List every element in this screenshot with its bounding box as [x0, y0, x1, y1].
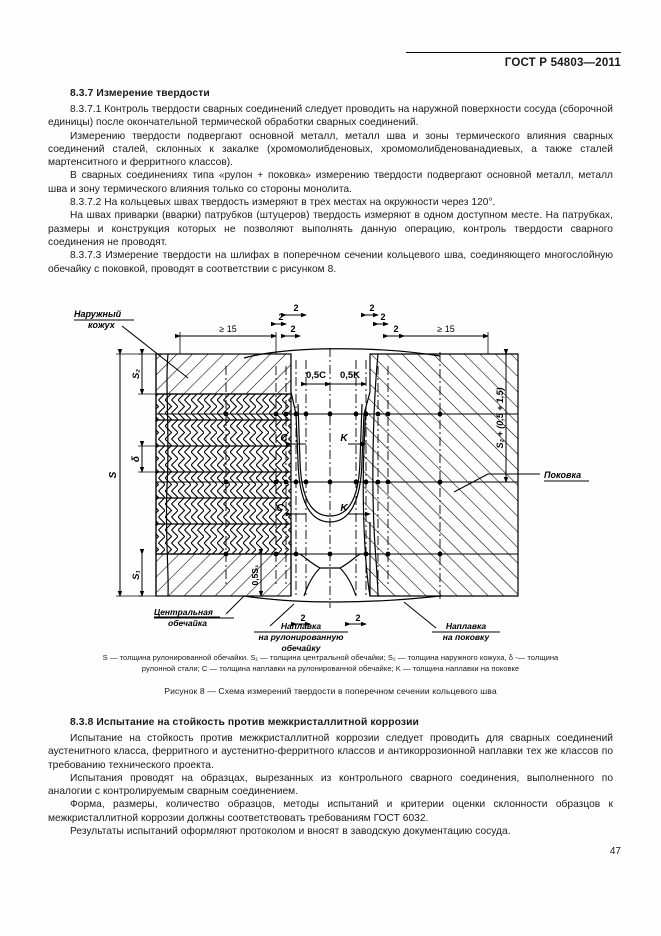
- dim-min15-left: ≥ 15: [219, 324, 236, 334]
- figure-8: ≥ 15 ≥ 15 2 2 2 2 2 2 2 2 0,5C 0,5K C K …: [48, 296, 613, 716]
- label-overlay-rolled-line2: на рулонированную: [258, 632, 344, 642]
- section-8-3-8: 8.3.8 Испытание на стойкость против межк…: [48, 717, 613, 838]
- figure-note-line1: S — толщина рулонированной обечайки. S₁ …: [102, 653, 559, 662]
- paragraph-mkk-scope: Испытание на стойкость против межкристал…: [48, 733, 613, 771]
- figure-caption: Рисунок 8 — Схема измерений твердости в …: [164, 686, 497, 696]
- dim-c-lower: C: [276, 503, 284, 514]
- label-overlay-rolled-line3: обечайку: [282, 643, 322, 653]
- header-rule: [406, 52, 621, 53]
- dim-k: K: [340, 433, 348, 444]
- dim-two-b: 2: [293, 303, 298, 313]
- dim-min15-right: ≥ 15: [437, 324, 454, 334]
- label-overlay-rolled-line1: Наплавка: [281, 621, 322, 631]
- dim-s-total: S: [108, 471, 119, 478]
- dim-two-h: 2: [355, 613, 360, 623]
- section-8-3-7: 8.3.7 Измерение твердости 8.3.7.1 Контро…: [48, 88, 613, 276]
- dim-half-s1: 0,5S₁: [250, 564, 260, 585]
- dim-s2: S₂: [131, 369, 142, 379]
- dim-half-k: 0,5K: [340, 370, 360, 381]
- dim-two-c: 2: [290, 324, 295, 334]
- paragraph-mkk-protocol: Результаты испытаний оформляют протоколо…: [70, 826, 511, 838]
- dim-delta: δ: [131, 455, 142, 462]
- figure-note-line2: рулонной стали; C — толщина наплавки на …: [141, 664, 520, 674]
- paragraph-8-3-7-2: 8.3.7.2 На кольцевых швах твердость изме…: [70, 197, 496, 209]
- dim-s1: S₁: [131, 570, 142, 580]
- heading-8-3-7: 8.3.7 Измерение твердости: [70, 88, 210, 99]
- heading-8-3-8: 8.3.8 Испытание на стойкость против межк…: [70, 717, 419, 728]
- paragraph-hardness-scope: Измерению твердости подвергают основной …: [48, 130, 613, 169]
- dim-k-lower: K: [340, 503, 348, 514]
- label-forging: Поковка: [544, 470, 581, 480]
- paragraph-nozzle-welds: На швах приварки (вварки) патрубков (шту…: [48, 210, 613, 248]
- figure-note: S — толщина рулонированной обечайки. S₁ …: [48, 652, 613, 675]
- label-central-shell-line1: Центральная: [154, 607, 213, 617]
- dim-half-c: 0,5C: [306, 370, 326, 381]
- dim-two-e: 2: [380, 312, 385, 322]
- dim-c: C: [280, 433, 288, 444]
- paragraph-mkk-gost6032: Форма, размеры, количество образцов, мет…: [48, 799, 613, 824]
- dim-two-d: 2: [369, 303, 374, 313]
- dim-two-a: 2: [278, 312, 283, 322]
- standard-title: ГОСТ Р 54803—2011: [504, 57, 621, 69]
- paragraph-mkk-specimens: Испытания проводят на образцах, вырезанн…: [48, 772, 613, 798]
- label-central-shell-line2: обечайка: [168, 618, 207, 628]
- dim-right-vertical: S₂ + (0,5 + 1,5): [495, 388, 505, 449]
- paragraph-8-3-7-3: 8.3.7.3 Измерение твердости на шлифах в …: [48, 250, 613, 275]
- figure-8-drawing: ≥ 15 ≥ 15 2 2 2 2 2 2 2 2 0,5C 0,5K C K …: [74, 303, 589, 653]
- label-outer-shell-line2: кожух: [88, 320, 116, 330]
- dim-two-g: 2: [300, 613, 305, 623]
- label-overlay-forging-line2: на поковку: [443, 632, 491, 642]
- paragraph-roll-forging: В сварных соединениях типа «рулон + поко…: [48, 170, 613, 195]
- page-number: 47: [609, 846, 621, 857]
- label-overlay-forging-line1: Наплавка: [446, 621, 487, 631]
- label-outer-shell-line1: Наружный: [74, 309, 122, 319]
- paragraph-8-3-7-1: 8.3.7.1 Контроль твердости сварных соеди…: [48, 104, 613, 129]
- dim-two-f: 2: [393, 324, 398, 334]
